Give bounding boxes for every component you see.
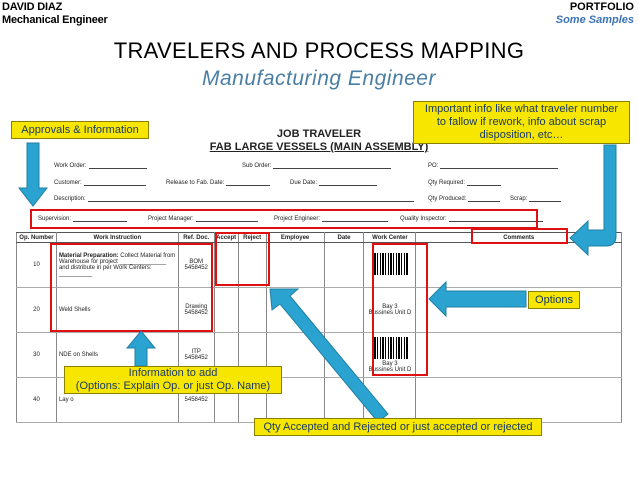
traveler-title-line1: JOB TRAVELER — [276, 128, 362, 140]
column-header: Work Instruction — [55, 232, 179, 243]
portfolio-block: PORTFOLIO Some Samples — [556, 1, 634, 27]
barcode-icon — [371, 253, 408, 275]
traveler-title: JOB TRAVELER FAB LARGE VESSELS (MAIN ASS… — [16, 128, 622, 154]
comments-cell[interactable] — [415, 242, 622, 288]
portfolio-label: PORTFOLIO — [569, 1, 634, 13]
callout-approvals: Approvals & Information — [11, 121, 149, 139]
quality-inspector-field: Quality Inspector: — [400, 216, 543, 222]
callout-qty: Qty Accepted and Rejected or just accept… — [254, 418, 542, 436]
slide-title: TRAVELERS AND PROCESS MAPPING — [113, 38, 525, 63]
accept-reject-highlight — [215, 232, 270, 286]
op-number: 30 — [16, 332, 57, 378]
work-instruction: Material Preparation: Collect Material f… — [55, 242, 179, 288]
project-engineer-field: Project Engineer: — [274, 216, 389, 222]
callout-info-line1: Information to add — [128, 367, 218, 379]
column-header: Employee — [265, 232, 325, 243]
employee-cell[interactable] — [265, 242, 325, 288]
instruction-highlight — [50, 243, 213, 332]
employee-cell[interactable] — [265, 287, 325, 333]
description-field: Description: — [54, 196, 414, 202]
date-cell[interactable] — [323, 377, 365, 423]
column-header: Ref. Doc. — [177, 232, 215, 243]
release-date-field: Release to Fab. Date: — [166, 180, 271, 186]
comments-cell[interactable] — [415, 287, 622, 333]
op-number: 40 — [16, 377, 57, 423]
table-header-row: Op. Number Work Instruction Ref. Doc. Ac… — [16, 232, 622, 243]
callout-info-to-add: Information to add (Options: Explain Op.… — [64, 366, 282, 394]
supervisor-field: Supervision: — [38, 216, 128, 222]
callout-options: Options — [528, 291, 580, 309]
date-cell[interactable] — [323, 242, 365, 288]
qty-produced-field: Qty Produced: — [428, 196, 501, 202]
column-header: Work Center — [363, 232, 417, 243]
slide-subtitle: Manufacturing Engineer — [202, 67, 436, 90]
accept-cell[interactable] — [213, 287, 239, 333]
portfolio-subtitle: Some Samples — [555, 14, 634, 26]
callout-important-info: Important info like what traveler number… — [413, 101, 630, 144]
comments-cell[interactable] — [415, 332, 622, 378]
work-center-highlight — [372, 243, 428, 376]
scrap-field: Scrap: — [510, 196, 562, 202]
table-row: 10 Material Preparation: Collect Materia… — [16, 242, 622, 288]
traveler-title-line2: FAB LARGE VESSELS (MAIN ASSEMBLY) — [209, 141, 429, 153]
column-header: Op. Number — [16, 232, 57, 243]
column-header: Date — [323, 232, 365, 243]
author-name: DAVID DIAZ — [2, 1, 63, 13]
project-manager-field: Project Manager: — [148, 216, 258, 222]
reject-cell[interactable] — [237, 287, 267, 333]
po-field: PO: — [428, 163, 559, 169]
work-order-field: Work Order: — [54, 163, 147, 169]
work-instruction: Weld Shells — [55, 287, 179, 333]
due-date-field: Due Date: — [290, 180, 378, 186]
customer-field: Customer: — [54, 180, 146, 186]
callout-info-line2: (Options: Explain Op. or just Op. Name) — [75, 380, 271, 392]
qty-required-field: Qty Required: — [428, 180, 502, 186]
comments-highlight — [471, 228, 568, 244]
comments-cell[interactable] — [415, 377, 622, 423]
date-cell[interactable] — [323, 287, 365, 333]
accept-cell[interactable] — [213, 242, 239, 288]
sub-order-field: Sub Order: — [242, 163, 392, 169]
work-center — [363, 377, 417, 423]
approvals-highlight — [30, 209, 538, 229]
date-cell[interactable] — [323, 332, 365, 378]
reject-cell[interactable] — [237, 242, 267, 288]
author-role: Mechanical Engineer — [2, 14, 108, 26]
author-block: DAVID DIAZ Mechanical Engineer — [2, 1, 108, 27]
